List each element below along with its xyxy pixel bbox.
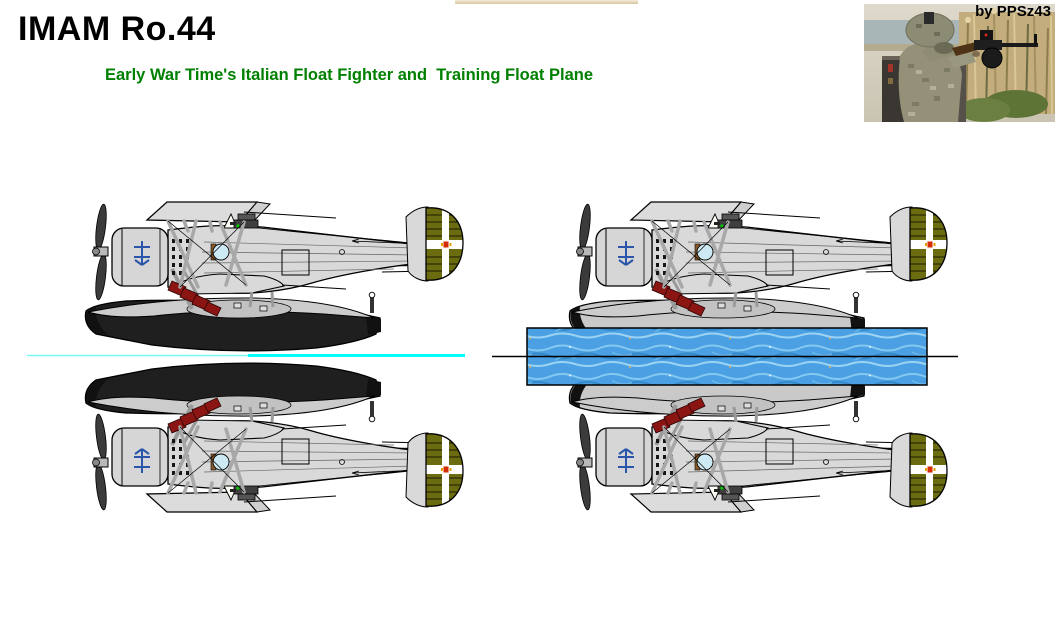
photo-reeds [958, 6, 1055, 122]
credit-photo: by PPSz43 [864, 3, 1055, 122]
photo-image [864, 4, 1055, 122]
photo-rifle [952, 30, 1038, 69]
plane-bottom-left-reflection [85, 363, 464, 512]
page-subtitle: Early War Time's Italian Float Fighter a… [105, 66, 594, 84]
plane-top-left [85, 202, 464, 351]
page-title: IMAM Ro.44 [18, 10, 216, 48]
byline: by PPSz43 [975, 3, 1051, 20]
top-edge-strip [455, 0, 638, 4]
photo-soldier [898, 12, 976, 122]
